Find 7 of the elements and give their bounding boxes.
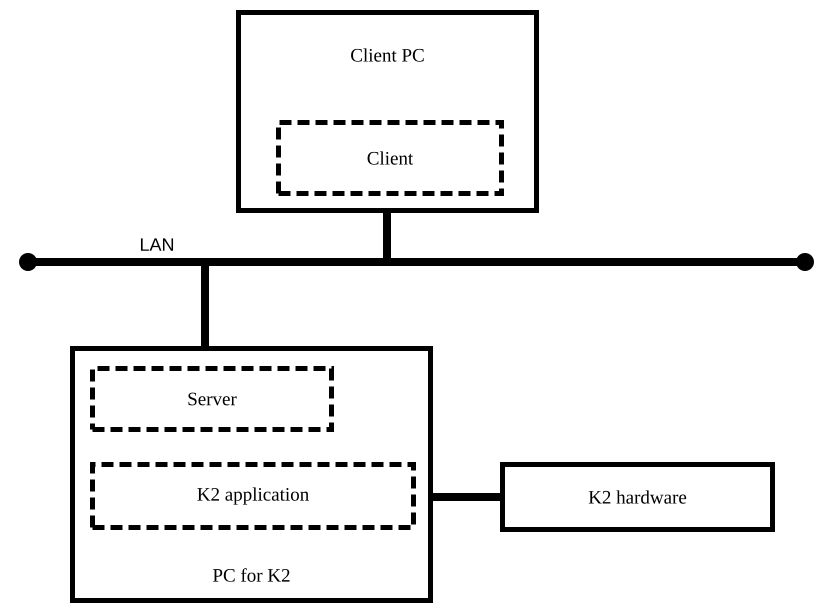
bus-label: LAN (140, 238, 174, 251)
software-box: Server (90, 366, 334, 432)
network-bus (19, 253, 814, 271)
software-box: Client (276, 120, 504, 196)
computer-box: K2 hardware (500, 462, 775, 532)
software-box: K2 application (90, 462, 416, 530)
connector-line (433, 493, 500, 501)
